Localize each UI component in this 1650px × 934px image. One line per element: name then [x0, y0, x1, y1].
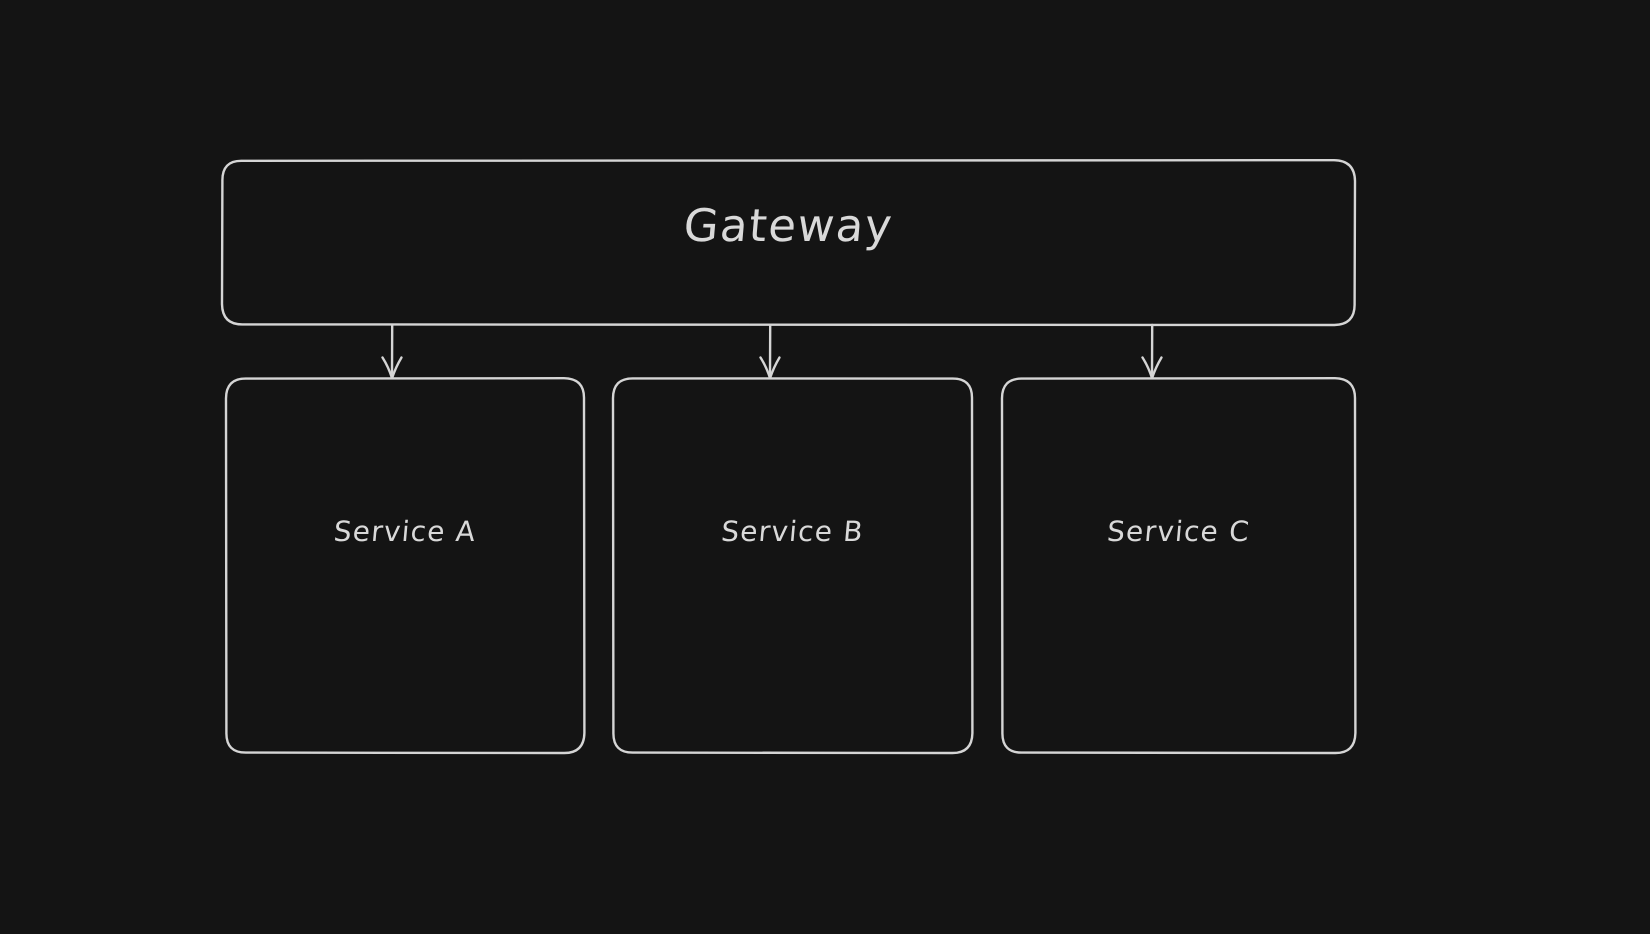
node-label-service-a: Service A — [332, 515, 478, 548]
node-label-gateway: Gateway — [681, 199, 896, 252]
arrow-down-icon — [1141, 356, 1163, 380]
arrow-down-icon — [759, 356, 781, 380]
node-gateway[interactable] — [220, 159, 1357, 327]
node-label-service-b: Service B — [719, 515, 866, 548]
node-service-b[interactable] — [611, 377, 974, 755]
node-label-service-c: Service C — [1105, 515, 1252, 548]
arrow-down-icon — [381, 356, 403, 380]
node-service-c[interactable] — [1000, 377, 1357, 755]
edge-gateway-service-c[interactable] — [1141, 323, 1163, 380]
edge-gateway-service-b[interactable] — [759, 323, 781, 380]
edge-gateway-service-a[interactable] — [381, 323, 403, 380]
node-service-a[interactable] — [224, 377, 586, 755]
